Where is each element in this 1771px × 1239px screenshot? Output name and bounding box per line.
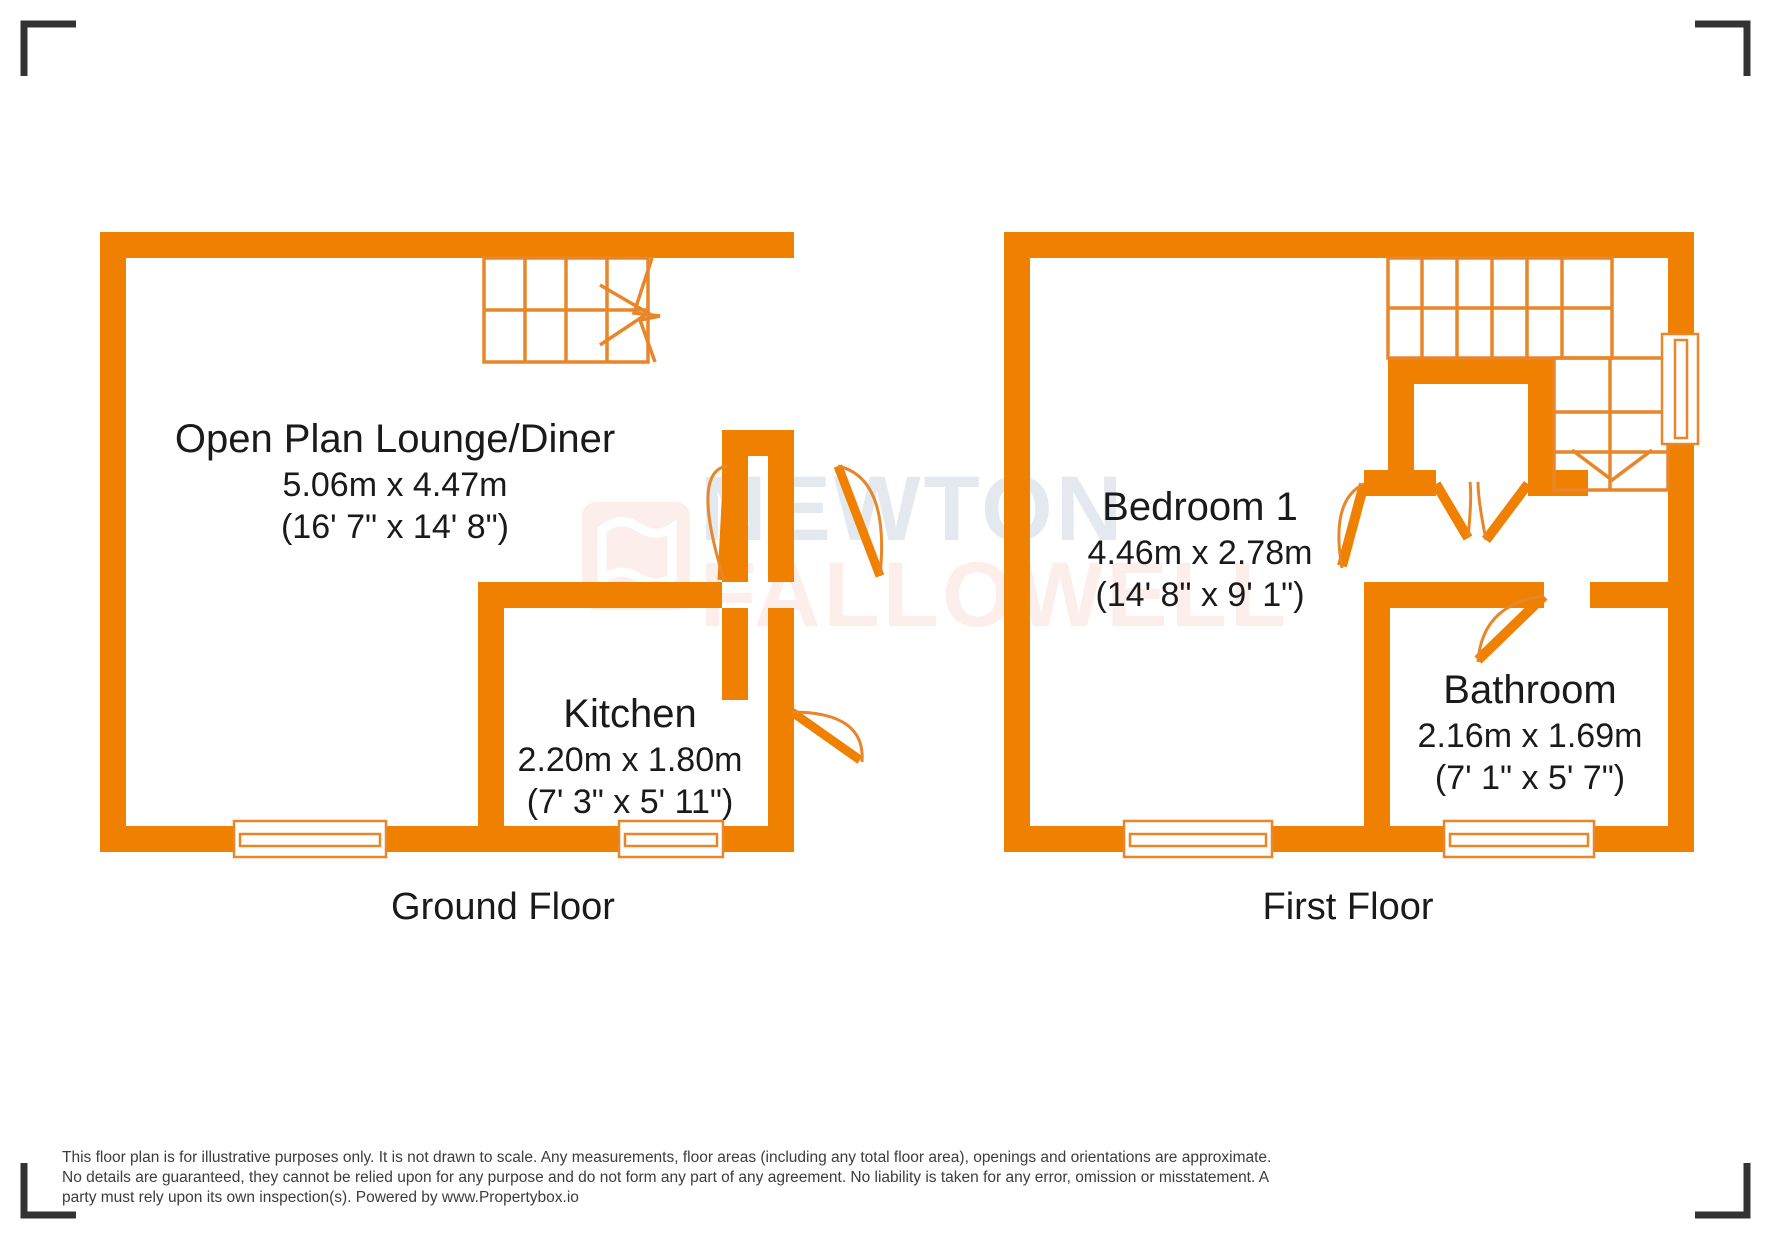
ground-floor-staircase (482, 256, 661, 364)
first-floor-window-landing (1660, 332, 1700, 446)
room-label-bedroom-1: Bedroom 1 4.46m x 2.78m (14' 8" x 9' 1") (1088, 485, 1313, 614)
room-imperial-bedroom-1: (14' 8" x 9' 1") (1095, 576, 1304, 614)
corner-bracket-top-right (1695, 20, 1751, 76)
room-label-kitchen: Kitchen 2.20m x 1.80m (7' 3" x 5' 11") (518, 692, 743, 821)
floor-caption-first: First Floor (1263, 886, 1434, 928)
corner-bracket-bottom-left (20, 1163, 76, 1219)
room-name-bathroom: Bathroom (1443, 668, 1616, 712)
ground-floor-window-kitchen (617, 819, 725, 859)
room-name-bedroom-1: Bedroom 1 (1102, 485, 1298, 529)
ground-floor-doors (706, 464, 885, 764)
ground-floor-walls (100, 232, 794, 852)
room-metric-open-plan-lounge-diner: 5.06m x 4.47m (283, 466, 508, 504)
room-metric-kitchen: 2.20m x 1.80m (518, 741, 743, 779)
corner-bracket-top-left (20, 20, 76, 76)
first-floor-window-bedroom (1122, 819, 1274, 859)
watermark-fallowell: FALLOWELL (700, 544, 1289, 646)
room-metric-bedroom-1: 4.46m x 2.78m (1088, 534, 1313, 572)
first-floor-doors (1337, 481, 1548, 664)
ground-floor-window-lounge (232, 819, 388, 859)
room-imperial-bathroom: (7' 1" x 5' 7") (1435, 759, 1625, 797)
room-imperial-kitchen: (7' 3" x 5' 11") (527, 783, 734, 821)
room-label-open-plan-lounge-diner: Open Plan Lounge/Diner 5.06m x 4.47m (16… (175, 417, 615, 546)
first-floor-walls (1004, 232, 1694, 852)
first-floor-plan: Bedroom 1 4.46m x 2.78m (14' 8" x 9' 1")… (1004, 232, 1700, 928)
first-floor-window-bathroom (1442, 819, 1596, 859)
room-metric-bathroom: 2.16m x 1.69m (1418, 717, 1643, 755)
ground-floor-plan: Open Plan Lounge/Diner 5.06m x 4.47m (16… (100, 232, 885, 928)
room-name-kitchen: Kitchen (563, 692, 696, 736)
first-floor-staircase (1386, 256, 1670, 492)
room-name-open-plan-lounge-diner: Open Plan Lounge/Diner (175, 417, 615, 461)
room-label-bathroom: Bathroom 2.16m x 1.69m (7' 1" x 5' 7") (1418, 668, 1643, 797)
disclaimer-text: This floor plan is for illustrative purp… (62, 1149, 1272, 1207)
floor-caption-ground: Ground Floor (391, 886, 615, 928)
room-imperial-open-plan-lounge-diner: (16' 7" x 14' 8") (281, 508, 509, 546)
corner-bracket-bottom-right (1695, 1163, 1751, 1219)
